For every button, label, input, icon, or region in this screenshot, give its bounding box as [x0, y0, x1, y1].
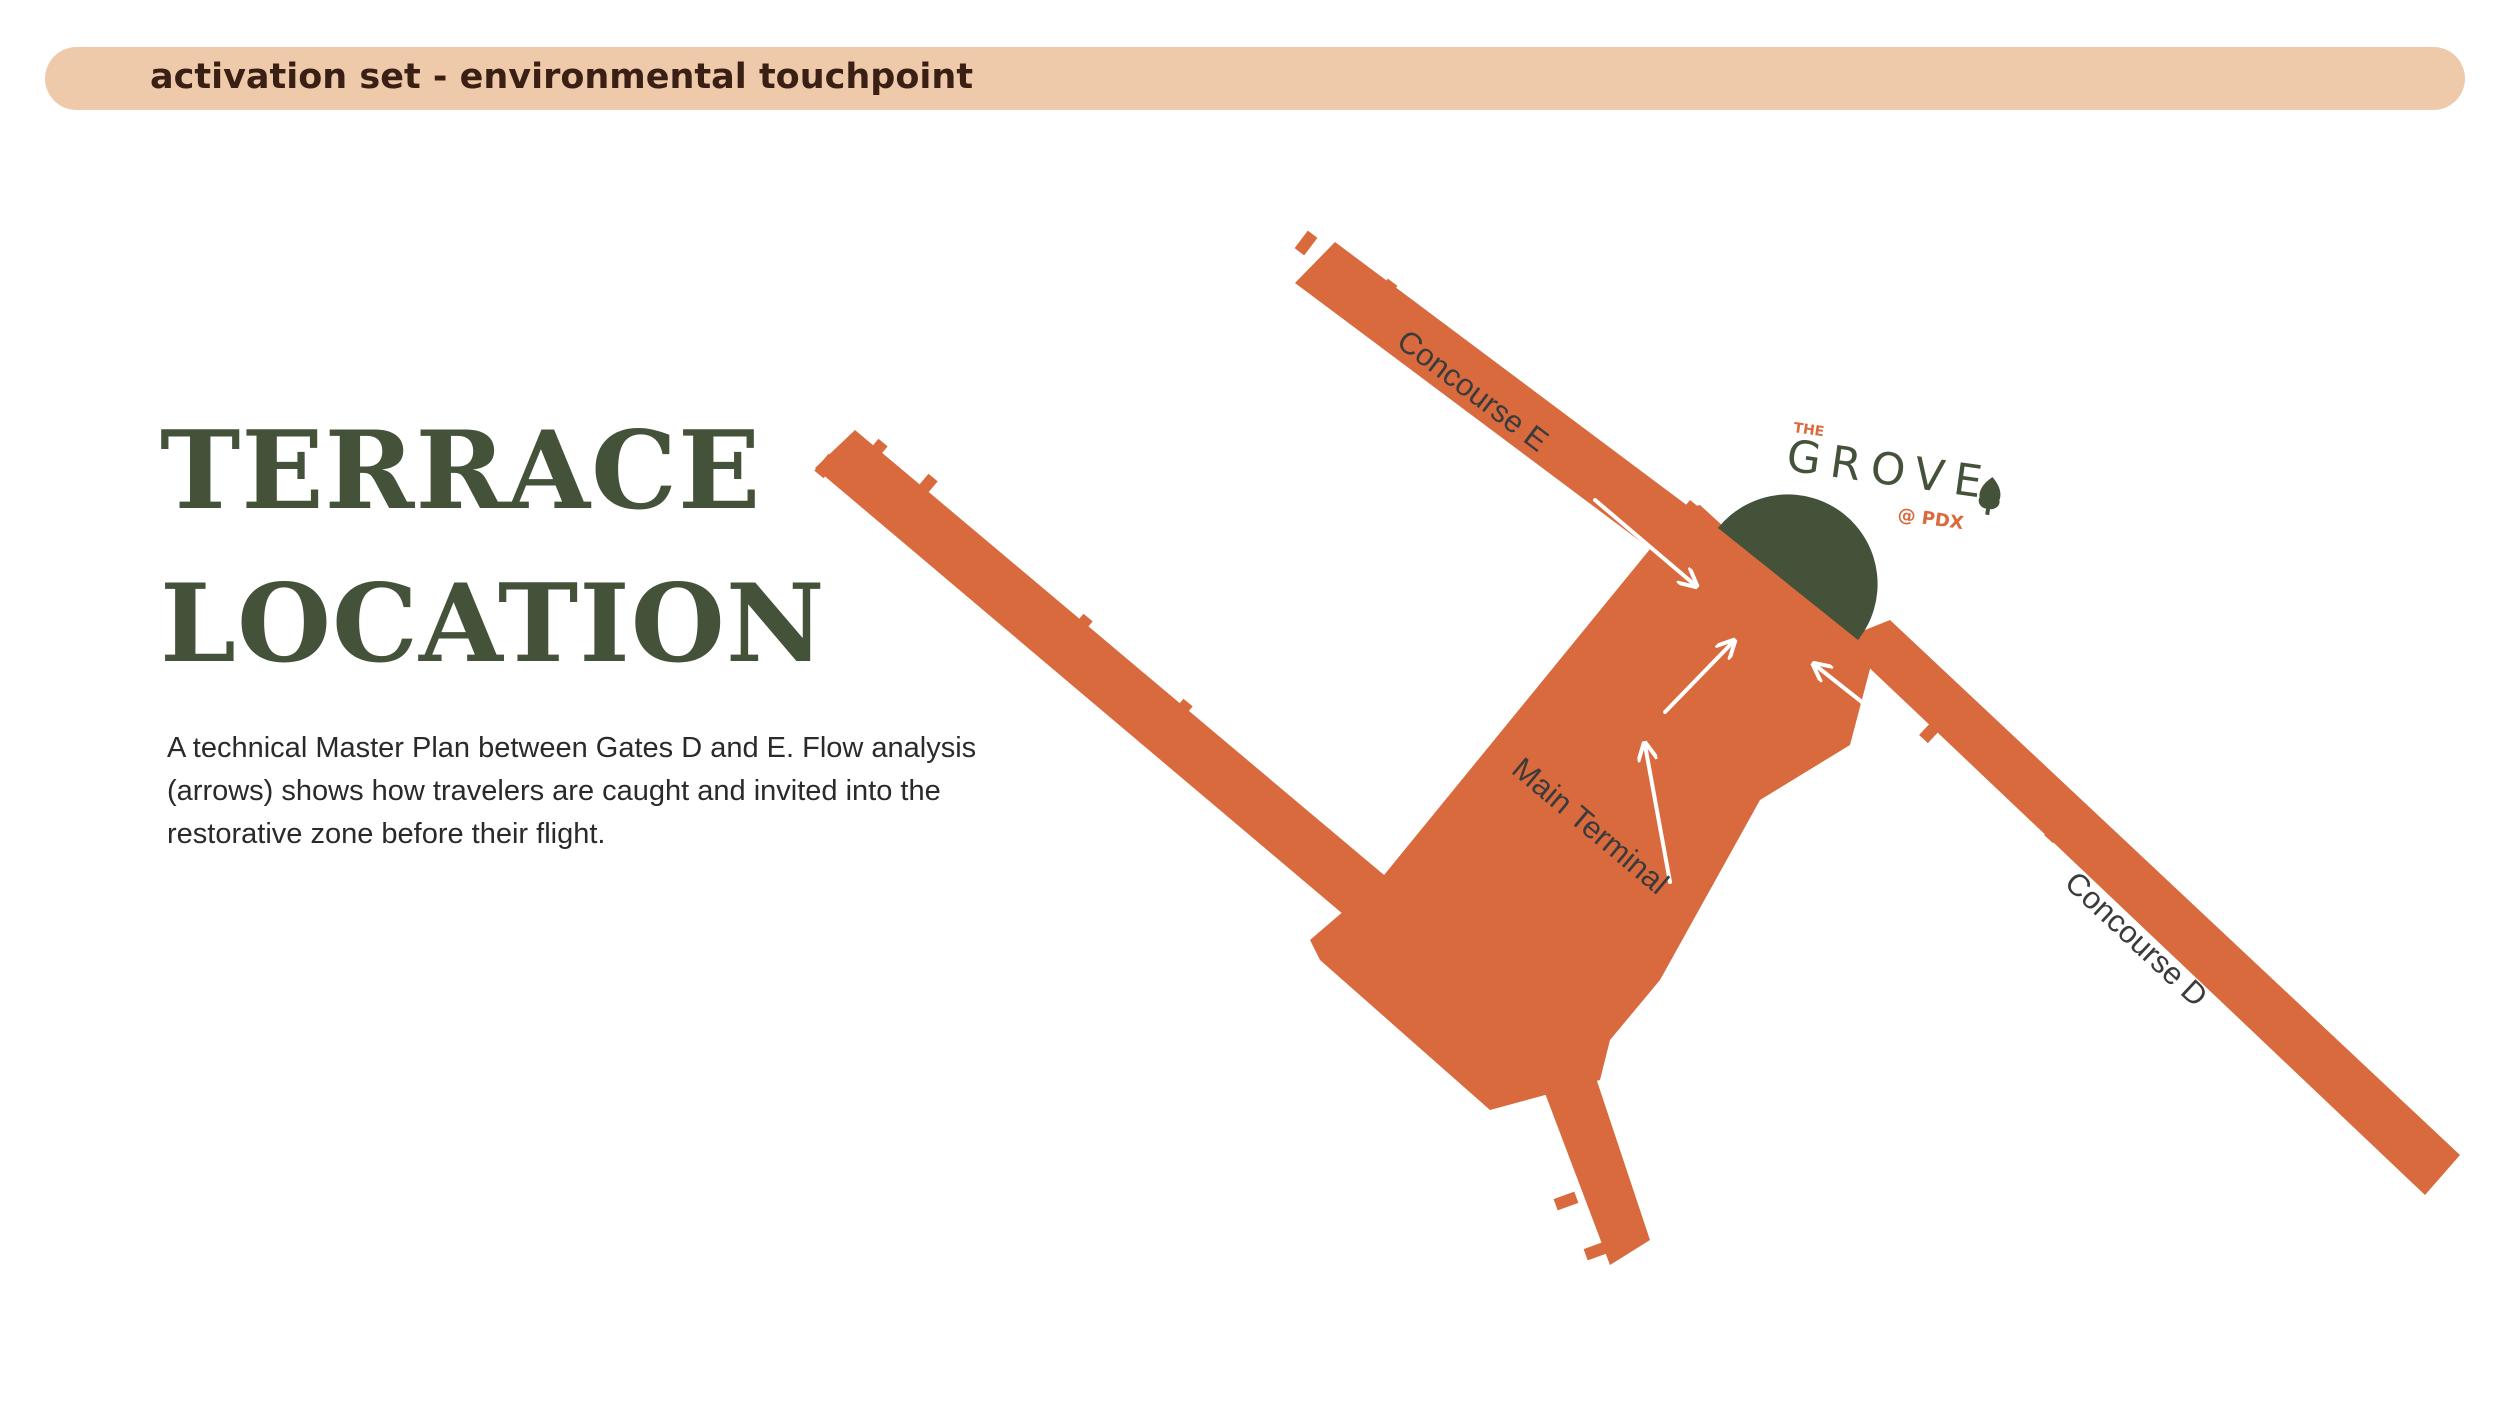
header-label: activation set - environmental touchpoin… — [150, 57, 974, 97]
flow-arrow-core-up — [1663, 642, 1733, 714]
logo-location: @ PDX — [1896, 504, 1965, 534]
logo-name: GROVE — [1783, 430, 1995, 509]
header-bar: activation set - environmental touchpoin… — [45, 47, 2465, 110]
left-concourse-arm — [815, 430, 1390, 920]
flow-arrow-from-concourse-e — [1593, 498, 1695, 585]
page-title-line-2: LOCATION — [160, 561, 826, 687]
flow-arrow-from-concourse-d — [1815, 665, 1927, 754]
description-text: A technical Master Plan between Gates D … — [167, 732, 977, 850]
logo-the: THE — [1792, 420, 1825, 440]
page-title-line-1: TERRACE — [160, 408, 762, 534]
terminal-building — [814, 230, 2460, 1265]
flow-arrows — [1593, 498, 1927, 884]
concourse-d-arm — [1840, 620, 2460, 1195]
page-title: TERRACE LOCATION — [160, 395, 826, 701]
tree-icon — [1978, 477, 2001, 516]
south-spur-arm — [1540, 1060, 1650, 1265]
flow-arrow-from-main-terminal — [1645, 745, 1672, 884]
grove-zone — [1718, 494, 1878, 640]
